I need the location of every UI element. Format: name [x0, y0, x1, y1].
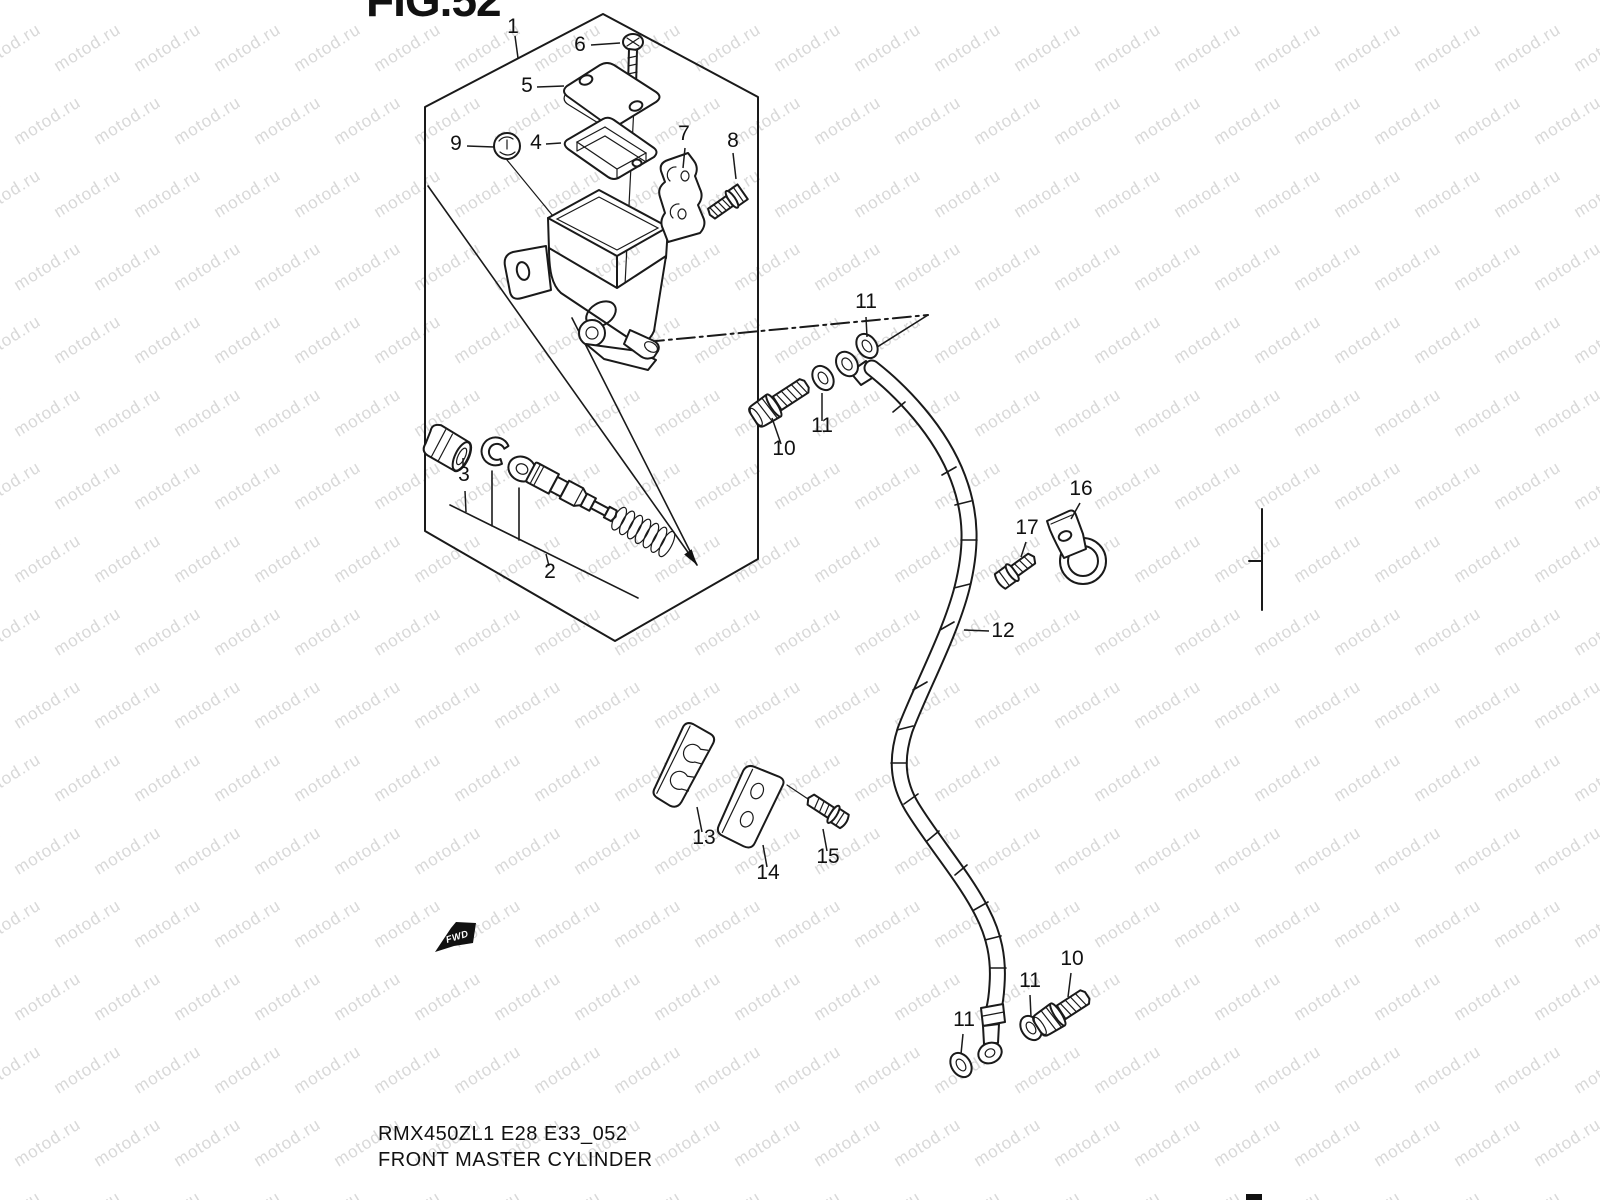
banjo-bolt-upper — [748, 378, 810, 428]
hose-guide-14 — [716, 764, 785, 849]
hose-clamp — [1046, 509, 1107, 585]
callout-leader-line — [963, 629, 990, 632]
part-number-callout: 12 — [991, 619, 1014, 642]
brake-hose — [863, 359, 1007, 1021]
callout-leader-line — [590, 42, 621, 46]
master-cylinder-body — [503, 189, 669, 371]
diaphragm-placement-line — [506, 159, 554, 217]
part-number-callout: 8 — [727, 129, 739, 152]
guide-screw-alignment-line — [786, 784, 809, 800]
holder-bolt — [707, 183, 749, 220]
piston-assembly — [525, 461, 676, 558]
hose-upper-banjo-eye — [835, 350, 859, 378]
callout-leader-line — [1029, 994, 1032, 1018]
part-number-callout: 6 — [574, 33, 586, 56]
lever-holder — [658, 152, 706, 243]
callout-leader-line — [696, 806, 703, 833]
callout-leader-line — [466, 145, 495, 148]
part-number-callout: 4 — [530, 131, 542, 154]
part-number-callout: 11 — [811, 414, 833, 437]
callout-leader-line — [960, 1033, 964, 1055]
part-number-callout: 9 — [450, 132, 462, 155]
banjo-washer-upper-right — [855, 332, 879, 360]
piston-boot — [422, 423, 473, 473]
footer-figure-title: FRONT MASTER CYLINDER — [378, 1149, 653, 1171]
part-number-callout: 16 — [1069, 477, 1092, 500]
part-number-callout: 1 — [507, 15, 519, 38]
detail-wedge-leader — [427, 185, 698, 566]
part-number-callout: 3 — [458, 463, 470, 486]
figure-number-label: FIG.52 — [366, 0, 501, 26]
callout-leader-line — [865, 316, 868, 338]
part-number-callout: 2 — [544, 560, 556, 583]
banjo-bolt-lower — [1032, 989, 1091, 1037]
callout-leader-line — [682, 147, 686, 169]
part-number-callout: 10 — [772, 437, 795, 460]
right-edge-mark — [1248, 508, 1263, 611]
part-number-callout: 17 — [1015, 516, 1038, 539]
group-box-outline — [424, 13, 759, 642]
guide-screw — [806, 793, 850, 830]
circlip — [480, 436, 510, 467]
part-number-callout: 13 — [692, 826, 715, 849]
callout-leader-line — [1020, 541, 1027, 558]
bottom-corner-mark — [1246, 1194, 1262, 1200]
callout-leader-line — [762, 844, 768, 868]
kit-bracket-line — [449, 470, 639, 599]
hose-axis-centerline — [645, 314, 929, 343]
part-number-callout: 7 — [678, 122, 690, 145]
hose-guide-13 — [652, 722, 716, 808]
cap-plate — [563, 116, 658, 180]
banjo-washer-upper-left — [811, 364, 835, 392]
banjo-washer-lower-left — [949, 1051, 973, 1079]
part-number-callout: 10 — [1060, 947, 1083, 970]
callout-leader-line — [771, 417, 782, 445]
hose-section-marks — [890, 401, 1007, 969]
callout-leader-line — [1070, 502, 1081, 520]
part-number-callout: 11 — [855, 290, 877, 313]
callout-leader-line — [545, 142, 562, 145]
part-number-callout: 15 — [816, 845, 839, 868]
callout-leader-line — [464, 490, 467, 513]
diaphragm — [493, 132, 521, 160]
callout-leader-line — [732, 152, 737, 180]
footer-model-code: RMX450ZL1 E28 E33_052 — [378, 1123, 628, 1145]
part-number-callout: 14 — [756, 861, 780, 884]
callout-leader-line — [536, 85, 565, 88]
clamp-bolt — [993, 552, 1037, 590]
fwd-direction-arrow: FWD — [435, 922, 476, 952]
banjo-axis-line — [873, 314, 929, 350]
callout-leader-line — [514, 35, 519, 59]
part-number-callout: 5 — [521, 74, 533, 97]
part-number-callout: 11 — [953, 1008, 975, 1031]
callout-leader-line — [545, 553, 550, 567]
part-number-callout: 11 — [1019, 969, 1041, 992]
callout-leader-line — [1067, 972, 1072, 998]
callout-leader-line — [822, 828, 828, 852]
hose-lower-fitting — [977, 1003, 1006, 1065]
